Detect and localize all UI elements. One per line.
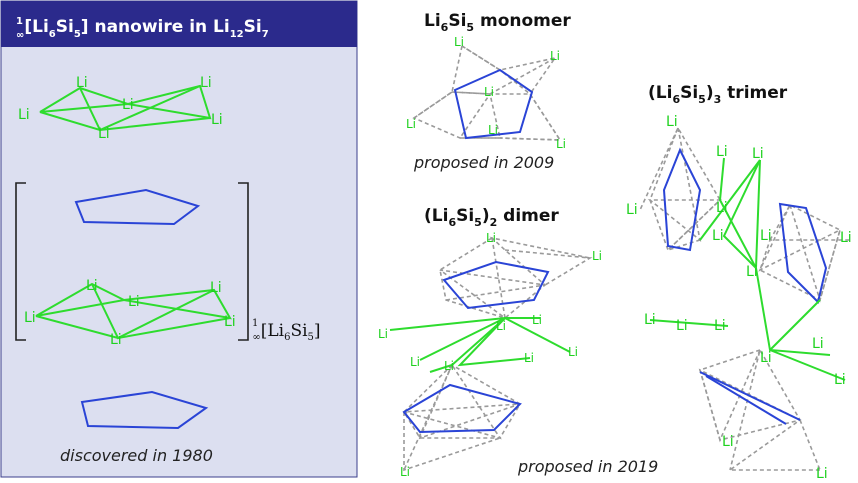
li-atom: Li	[760, 228, 772, 244]
trimer-label: (Li6Si5)3 trimer	[648, 83, 788, 106]
dimer-structure: Li Li Li Li Li Li Li Li Li Li	[378, 231, 602, 479]
li-atom: Li	[488, 123, 498, 137]
trimer-structure: Li Li Li Li Li Li Li Li Li Li Li Li Li L…	[626, 114, 852, 482]
li-atom: Li	[406, 117, 416, 131]
li-atom: Li	[568, 345, 578, 359]
li-atom: Li	[400, 465, 410, 479]
li-atom: Li	[496, 319, 506, 333]
li-atom: Li	[224, 314, 236, 330]
li-atom: Li	[18, 107, 30, 123]
monomer-label: Li6Si5 monomer	[424, 11, 571, 34]
li-atom: Li	[484, 85, 494, 99]
nanowire-caption: discovered in 1980	[60, 446, 213, 465]
li-atom: Li	[816, 466, 828, 482]
li-atom: Li	[110, 332, 122, 348]
li-atom: Li	[550, 49, 560, 63]
li-atom: Li	[752, 146, 764, 162]
nanowire-top-li-layer: Li Li Li Li Li Li	[18, 75, 223, 142]
bottom-caption: proposed in 2019	[517, 457, 658, 476]
right-bracket	[238, 182, 249, 341]
si5-ring	[80, 390, 209, 430]
li-atom: Li	[24, 310, 36, 326]
li-atom: Li	[666, 114, 678, 130]
li-atom: Li	[626, 202, 638, 218]
si5-ring	[74, 188, 201, 226]
nanowire-middle-li-layer: Li Li Li Li Li Li	[24, 278, 236, 348]
li-atom: Li	[410, 355, 420, 369]
li-atom: Li	[532, 313, 542, 327]
li-atom: Li	[676, 318, 688, 334]
li-atom: Li	[86, 278, 98, 294]
li-atom: Li	[128, 294, 140, 310]
nanowire-title-bar	[1, 1, 357, 47]
li-atom: Li	[746, 264, 758, 280]
dimer-label: (Li6Si5)2 dimer	[424, 206, 559, 229]
li-atom: Li	[716, 144, 728, 160]
monomer-caption: proposed in 2009	[413, 153, 554, 172]
li-atom: Li	[122, 97, 134, 113]
li-atom: Li	[840, 230, 852, 246]
li-atom: Li	[760, 350, 772, 366]
li-atom: Li	[378, 327, 388, 341]
li-atom: Li	[812, 336, 824, 352]
left-bracket	[15, 182, 26, 341]
li-atom: Li	[444, 359, 454, 373]
li-atom: Li	[834, 372, 846, 388]
li-atom: Li	[76, 75, 88, 91]
li-atom: Li	[644, 312, 656, 328]
nanowire-title: 1∞[Li6Si5] nanowire in Li12Si7	[16, 16, 269, 41]
li-atom: Li	[98, 126, 110, 142]
li-atom: Li	[592, 249, 602, 263]
monomer-structure: Li Li Li Li Li Li	[406, 35, 566, 151]
li-atom: Li	[712, 228, 724, 244]
li-atom: Li	[454, 35, 464, 49]
nanowire-panel	[0, 0, 358, 478]
li-atom: Li	[524, 351, 534, 365]
li-atom: Li	[211, 112, 223, 128]
li-atom: Li	[210, 280, 222, 296]
li-atom: Li	[556, 137, 566, 151]
nanowire-formula: 1∞[Li6Si5]	[252, 318, 321, 343]
li-atom: Li	[714, 318, 726, 334]
li-atom: Li	[200, 75, 212, 91]
li-atom: Li	[486, 231, 496, 245]
li-atom: Li	[722, 434, 734, 450]
li-atom: Li	[716, 200, 728, 216]
